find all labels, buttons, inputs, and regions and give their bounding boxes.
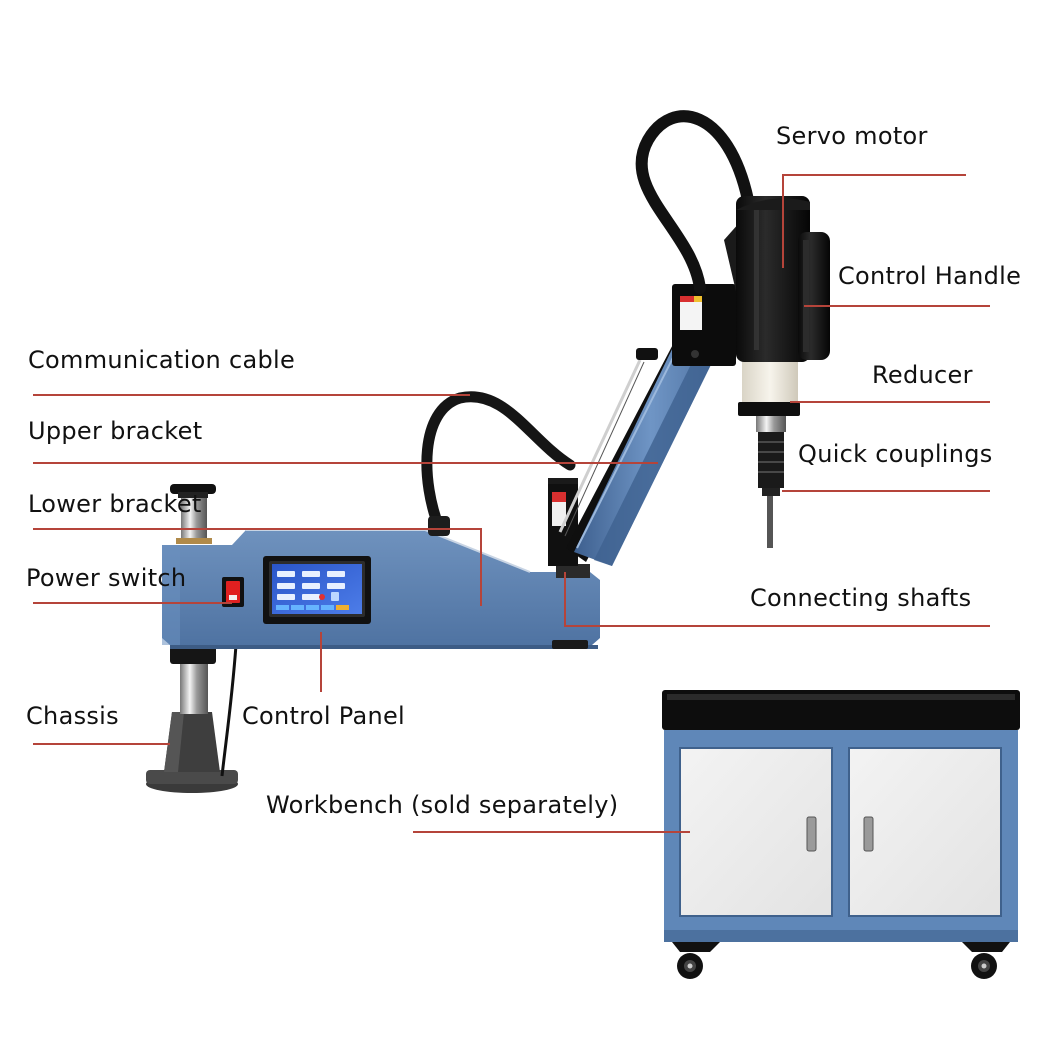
label-upper-bracket: Upper bracket	[28, 417, 203, 445]
label-servo-motor: Servo motor	[776, 122, 928, 150]
leader-servo-motor	[782, 174, 966, 268]
quick-coupling	[756, 416, 786, 548]
servo-motor	[724, 196, 810, 362]
label-chassis: Chassis	[26, 702, 119, 730]
label-reducer: Reducer	[872, 361, 973, 389]
label-connecting-shafts: Connecting shafts	[750, 584, 972, 612]
control-panel[interactable]	[263, 556, 371, 624]
servo-cable	[635, 110, 754, 294]
lower-bracket	[162, 529, 600, 649]
column-post	[170, 484, 216, 544]
label-control-handle: Control Handle	[838, 262, 1022, 290]
caster-wheel-icon	[962, 942, 1010, 979]
control-handle	[798, 232, 830, 360]
caster-wheel-icon	[672, 942, 720, 979]
label-lower-bracket: Lower bracket	[28, 490, 202, 518]
tap-bit-icon	[767, 496, 773, 548]
leader-connecting-shafts	[564, 572, 990, 627]
label-quick-couplings: Quick couplings	[798, 440, 993, 468]
communication-cable	[421, 391, 576, 536]
upper-bracket	[558, 312, 728, 566]
door-handle-icon	[863, 816, 874, 852]
door-handle-icon	[806, 816, 817, 852]
label-power-switch: Power switch	[26, 564, 187, 592]
leader-lower-bracket	[33, 528, 482, 606]
upper-joint	[672, 284, 736, 366]
reducer	[738, 362, 800, 416]
label-communication-cable: Communication cable	[28, 346, 296, 374]
leader-lines	[33, 174, 990, 833]
workbench	[662, 690, 1020, 979]
label-control-panel: Control Panel	[242, 702, 406, 730]
chassis	[146, 644, 238, 793]
label-workbench: Workbench (sold separately)	[266, 791, 619, 819]
